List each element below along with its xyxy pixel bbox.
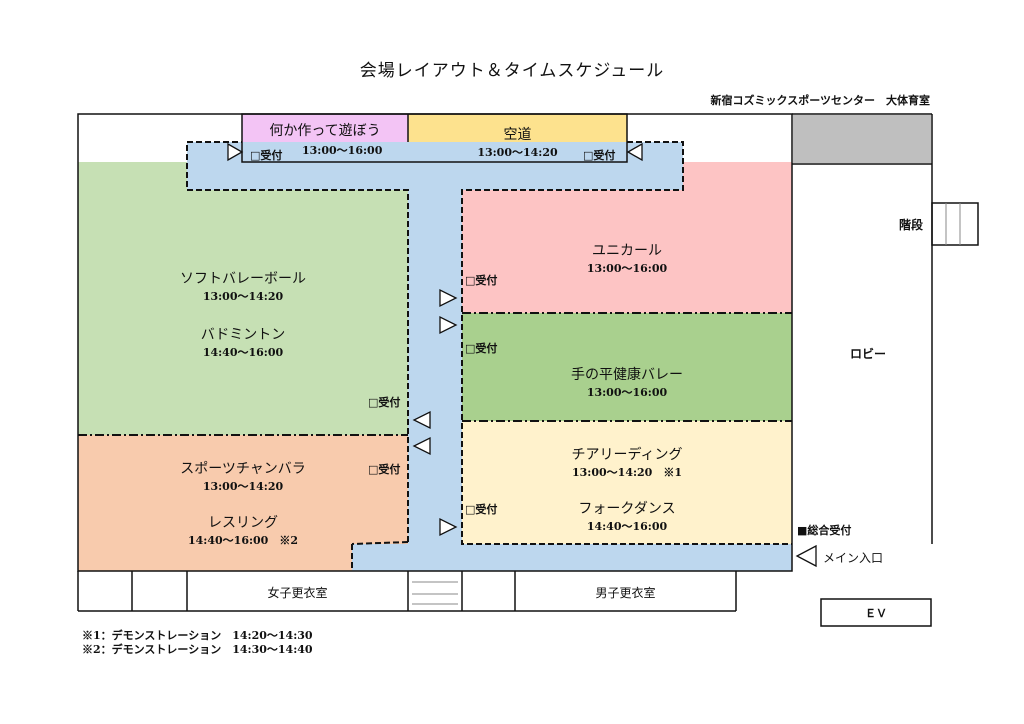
- label-wrestling: レスリング 14:40〜16:00 ※2: [187, 515, 298, 547]
- label-nanika: 何か作って遊ぼう: [269, 123, 381, 139]
- main-entrance-label: メイン入口: [823, 551, 884, 565]
- lobby-label: ロビー: [850, 347, 887, 361]
- arrow-karate: [626, 142, 643, 162]
- arrow-cheer: [439, 517, 458, 537]
- reception-karate: □受付: [583, 149, 616, 162]
- label-unicurl: ユニカール 13:00〜16:00: [586, 243, 668, 275]
- label-badminton: バドミントン 14:40〜16:00: [200, 327, 286, 359]
- arrow-chanbara: [412, 436, 431, 456]
- time-nanika: 13:00〜16:00: [302, 144, 383, 157]
- footnote-2: ※2：デモンストレーション 14:30〜14:40: [82, 643, 313, 656]
- corridor-bottom: [352, 544, 792, 571]
- arrow-nanika: [227, 142, 244, 162]
- room-tenohira-volley: [462, 313, 792, 421]
- reception-cheer: □受付: [465, 503, 498, 516]
- label-karate: 空道 13:00〜14:20: [477, 127, 558, 159]
- label-cheerleading: チアリーディング 13:00〜14:20 ※1: [571, 447, 683, 479]
- footnote-1: ※1：デモンストレーション 14:20〜14:30: [82, 629, 313, 642]
- stairs-label: 階段: [899, 218, 924, 232]
- arrow-tenohira: [439, 315, 458, 335]
- arrow-unicurl: [439, 288, 458, 308]
- page-title: 会場レイアウト＆タイムスケジュール: [359, 61, 665, 81]
- general-reception: ■総合受付: [797, 524, 852, 537]
- corridor-top: [187, 142, 683, 190]
- room-softball-badminton: [78, 162, 408, 435]
- reception-unicurl: □受付: [465, 274, 498, 287]
- reception-tenohira: □受付: [465, 342, 498, 355]
- label-softball: ソフトバレーボール 13:00〜14:20: [180, 271, 306, 303]
- arrow-softball: [412, 410, 431, 430]
- corridor-vertical: [408, 190, 462, 571]
- men-locker-room: 男子更衣室: [595, 586, 656, 600]
- reception-softball: □受付: [368, 396, 401, 409]
- ev-label: ＥＶ: [865, 607, 887, 620]
- label-tenohira: 手の平健康バレー 13:00〜16:00: [571, 367, 683, 399]
- reception-nanika: □受付: [250, 149, 283, 162]
- label-folkdance: フォークダンス 14:40〜16:00: [578, 501, 676, 533]
- women-locker-room: 女子更衣室: [267, 586, 328, 600]
- venue-name: 新宿コズミックスポーツセンター 大体育室: [710, 94, 930, 107]
- reception-chanbara: □受付: [368, 463, 401, 476]
- room-cheer-folkdance: [462, 421, 792, 544]
- arrow-main-entrance: [795, 544, 817, 568]
- label-sports-chanbara: スポーツチャンバラ 13:00〜14:20: [180, 461, 306, 493]
